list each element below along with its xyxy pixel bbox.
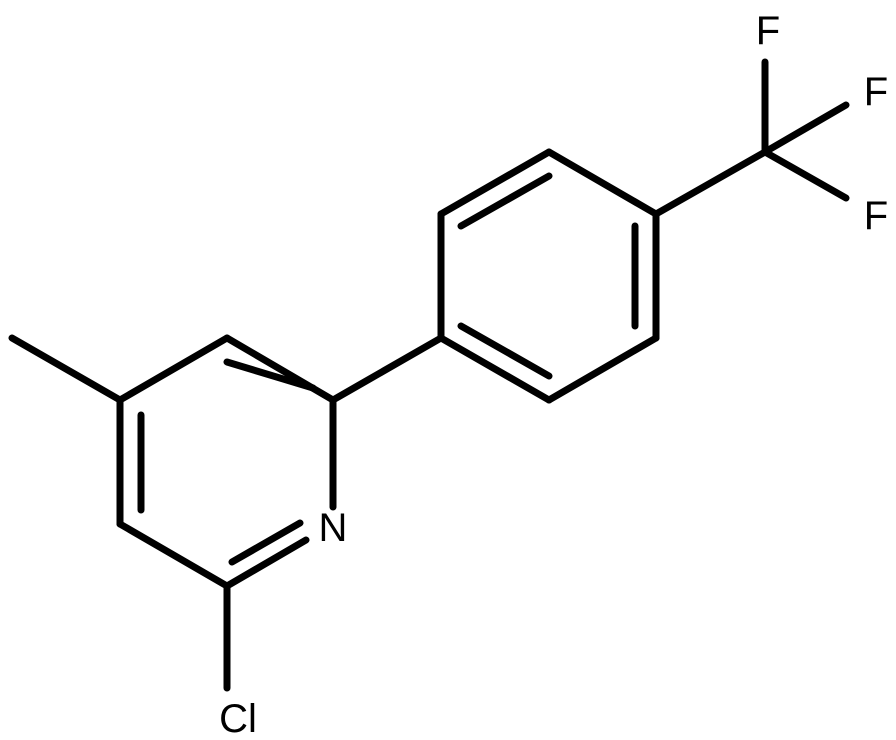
bond-b3-b4 xyxy=(545,148,660,218)
bond-c-f3 xyxy=(761,148,850,202)
bond-c6-n-inner xyxy=(228,519,304,566)
bond-c3-c4 xyxy=(116,334,231,404)
bond-b6-b1 xyxy=(437,334,553,404)
bond-pyridine-phenyl xyxy=(329,334,445,404)
atom-label-f1: F xyxy=(756,9,780,53)
bond-b2-b3 xyxy=(437,148,553,218)
atom-label-f3: F xyxy=(864,194,888,238)
bond-methyl xyxy=(8,334,124,404)
atom-label-f2: F xyxy=(864,70,888,114)
bond-c2-c3-inner xyxy=(223,358,317,392)
atom-label-cl: Cl xyxy=(219,697,257,740)
bond-c-f2 xyxy=(761,101,850,156)
bond-b5-b6 xyxy=(545,334,660,404)
bond-c5-c6 xyxy=(116,520,231,590)
bond-c6-n xyxy=(223,536,310,590)
bond-phenyl-cf3 xyxy=(652,148,769,218)
benzene-ring xyxy=(437,148,660,404)
bond-b6-b1-inner xyxy=(457,322,553,380)
pyridine-ring xyxy=(116,334,337,590)
bond-b2-b3-inner xyxy=(457,172,553,230)
atom-label-n: N xyxy=(319,506,348,550)
